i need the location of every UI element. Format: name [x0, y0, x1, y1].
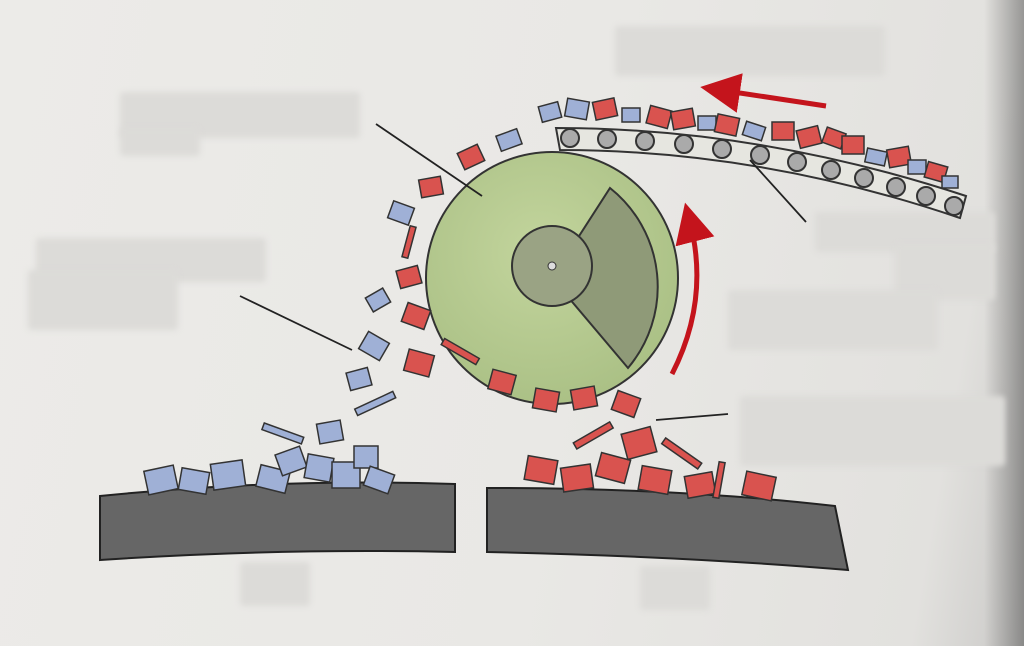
conveyor-rollers	[560, 128, 964, 216]
feed-conveyor	[554, 126, 968, 220]
magnetic-drum	[425, 151, 679, 405]
label-left-bin	[240, 562, 310, 606]
bin-right	[486, 486, 850, 572]
label-nonmagnetic-line2	[28, 270, 178, 330]
label-drum-line2	[120, 128, 200, 156]
left-pile-particles	[142, 445, 396, 496]
belt-direction-arrow	[700, 73, 827, 113]
belt-particles	[537, 97, 959, 189]
label-magnetic-fraction	[740, 396, 1005, 466]
leader-lines	[239, 123, 807, 421]
page-shadow-edge	[984, 0, 1024, 646]
right-pile-particles	[523, 420, 778, 502]
label-feed-conveyor	[615, 26, 885, 76]
drum-axle	[547, 261, 557, 271]
label-right-bin	[640, 566, 710, 610]
label-magnetic-zone	[728, 290, 938, 350]
magnetic-sector	[550, 186, 659, 370]
drum-rotation-arrow	[669, 202, 715, 376]
drum-particles	[260, 127, 642, 445]
